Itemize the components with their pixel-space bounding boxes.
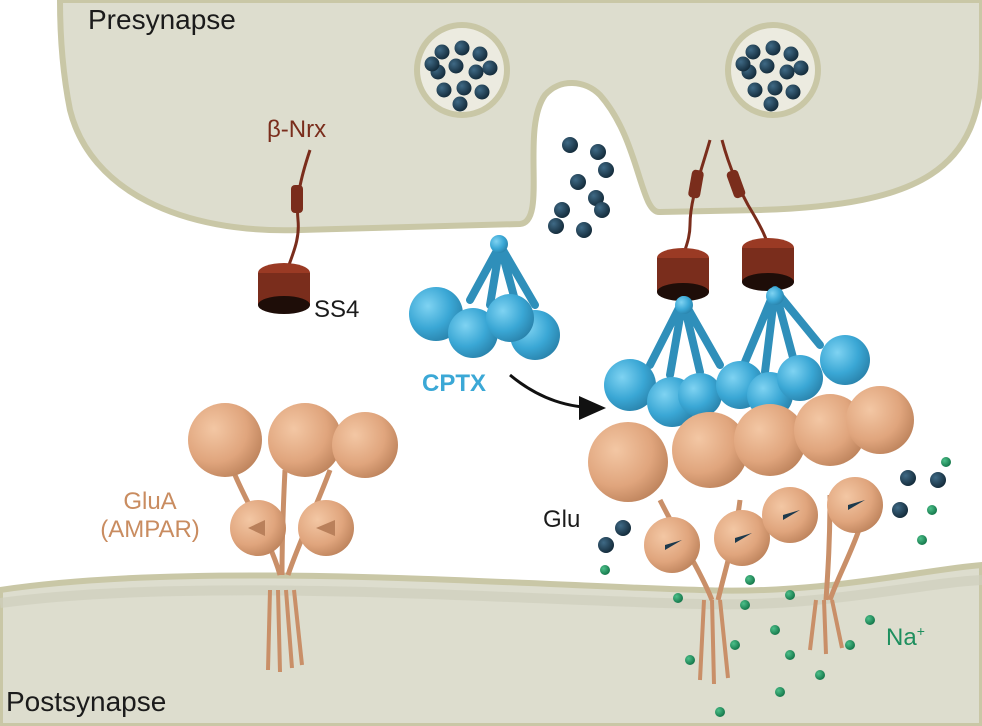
glutamate-dot: [456, 80, 472, 96]
glutamate-dot: [783, 46, 799, 62]
sodium-ions: [600, 457, 951, 717]
sodium-label-base: Na: [886, 624, 917, 651]
glu-label: Glu: [543, 506, 581, 533]
sodium-label-charge: +: [916, 623, 925, 639]
neurexin-bound-right: [720, 139, 794, 291]
glutamate-dot: [892, 502, 908, 518]
sodium-ion-dot: [941, 457, 951, 467]
glutamate-dot: [562, 137, 578, 153]
glutamate-dot: [735, 56, 751, 72]
sodium-ion-dot: [845, 640, 855, 650]
sodium-ion-dot: [815, 670, 825, 680]
sodium-ion-dot: [600, 565, 610, 575]
presynapse-label: Presynapse: [88, 4, 236, 35]
glutamate-dot: [767, 80, 783, 96]
glutamate-dot: [900, 470, 916, 486]
glutamate-dot: [548, 218, 564, 234]
glutamate-dot: [763, 96, 779, 112]
ampar-left: [188, 403, 398, 673]
glutamate-dot: [759, 58, 775, 74]
glutamate-dot: [452, 96, 468, 112]
ampar-cluster-right: [588, 386, 914, 685]
cptx-bound: [604, 286, 870, 427]
glutamate-dot: [434, 44, 450, 60]
neurexin-ss4-left: [258, 149, 312, 314]
postsynaptic-membrane: [0, 561, 982, 726]
glutamate-dot: [588, 190, 604, 206]
glutamate-dot: [436, 82, 452, 98]
glutamate-dot: [576, 222, 592, 238]
glua-label: GluA (AMPAR): [80, 490, 220, 542]
glua-label-line2: (AMPAR): [100, 516, 200, 543]
sodium-ion-dot: [927, 505, 937, 515]
vesicle-glutamate-cluster: [424, 40, 809, 112]
glutamate-dot: [747, 82, 763, 98]
glutamate-dot: [474, 84, 490, 100]
sodium-ion-dot: [785, 650, 795, 660]
glutamate-dot: [930, 472, 946, 488]
glutamate-dot: [482, 60, 498, 76]
glutamate-dot: [448, 58, 464, 74]
glutamate-dot: [594, 202, 610, 218]
glutamate-dot: [765, 40, 781, 56]
released-glutamate: [548, 137, 614, 238]
sodium-ion-dot: [785, 590, 795, 600]
postsynapse-label: Postsynapse: [6, 686, 167, 717]
sodium-ion-dot: [685, 655, 695, 665]
beta-nrx-label: β-Nrx: [267, 116, 327, 143]
glutamate-dot: [615, 520, 631, 536]
glutamate-free: [598, 470, 946, 553]
sodium-ion-dot: [745, 575, 755, 585]
glutamate-dot: [590, 144, 606, 160]
binding-arrow: [509, 373, 606, 420]
cptx-label: CPTX: [422, 370, 487, 397]
sodium-ion-dot: [775, 687, 785, 697]
ss4-label: SS4: [314, 296, 360, 323]
glutamate-dot: [454, 40, 470, 56]
glutamate-dot: [472, 46, 488, 62]
glutamate-dot: [598, 162, 614, 178]
sodium-ion-dot: [917, 535, 927, 545]
glutamate-dot: [793, 60, 809, 76]
sodium-ion-dot: [865, 615, 875, 625]
glutamate-dot: [570, 174, 586, 190]
sodium-label: Na+: [886, 624, 925, 650]
neurexin-bound-left: [657, 139, 712, 301]
sodium-ion-dot: [740, 600, 750, 610]
cptx-free: [409, 235, 560, 360]
sodium-ion-dot: [730, 640, 740, 650]
sodium-ion-dot: [770, 625, 780, 635]
glutamate-dot: [785, 84, 801, 100]
sodium-ion-dot: [673, 593, 683, 603]
sodium-ion-dot: [715, 707, 725, 717]
glutamate-dot: [598, 537, 614, 553]
glutamate-dot: [745, 44, 761, 60]
glutamate-dot: [554, 202, 570, 218]
glutamate-dot: [779, 64, 795, 80]
glua-label-line1: GluA: [123, 488, 177, 515]
glutamate-dot: [424, 56, 440, 72]
glutamate-dot: [468, 64, 484, 80]
